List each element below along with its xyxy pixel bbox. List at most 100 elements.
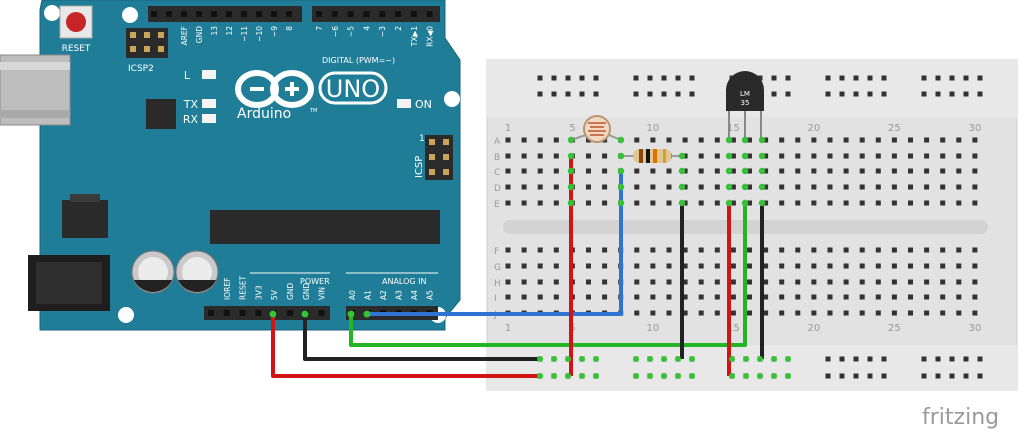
breadboard-hole xyxy=(827,279,833,285)
digital-pin-label: GND xyxy=(195,26,204,43)
breadboard-hole xyxy=(811,168,817,174)
breadboard-hole xyxy=(956,168,962,174)
breadboard-hole xyxy=(859,200,865,206)
breadboard-hole xyxy=(650,184,656,190)
breadboard-hole xyxy=(586,279,591,285)
breadboard-hole xyxy=(698,294,704,300)
breadboard-hole xyxy=(940,263,946,269)
breadboard-hole xyxy=(730,137,736,143)
breadboard-hole xyxy=(843,137,849,143)
breadboard-hole xyxy=(827,294,833,300)
connected-hole xyxy=(617,136,625,144)
digital-pin-label: 8 xyxy=(285,26,294,31)
breadboard-hole xyxy=(730,247,736,253)
breadboard-hole xyxy=(811,279,817,285)
breadboard-hole xyxy=(875,200,881,206)
analog-pin-label: A3 xyxy=(395,290,404,300)
row-letter: A xyxy=(494,137,501,147)
breadboard-hole xyxy=(682,137,688,143)
breadboard-hole xyxy=(747,153,752,159)
connected-rail-hole xyxy=(785,356,791,362)
column-number: 25 xyxy=(888,123,901,134)
rail-hole xyxy=(935,91,941,97)
reset-button-cap[interactable] xyxy=(66,12,86,32)
breadboard-hole xyxy=(666,279,672,285)
rail-hole xyxy=(825,356,831,362)
column-number: 30 xyxy=(969,323,982,334)
header-pin xyxy=(166,11,172,17)
rail-hole xyxy=(825,373,831,379)
connected-hole xyxy=(678,167,686,175)
breadboard-hole xyxy=(763,137,769,143)
breadboard-hole xyxy=(553,263,559,269)
rail-hole xyxy=(551,91,557,97)
breadboard-hole xyxy=(537,153,543,159)
breadboard-hole xyxy=(537,247,543,253)
breadboard-hole xyxy=(924,153,930,159)
rail-hole xyxy=(935,75,941,81)
mount-hole xyxy=(444,91,460,107)
breadboard-hole xyxy=(602,247,608,253)
connected-hole xyxy=(678,183,686,191)
rail-hole xyxy=(977,91,983,97)
breadboard-hole xyxy=(537,137,543,143)
breadboard-hole xyxy=(859,184,865,190)
breadboard-hole xyxy=(875,310,881,316)
breadboard-hole xyxy=(940,168,946,174)
connected-hole xyxy=(725,183,733,191)
header-pin xyxy=(151,11,157,17)
breadboard-hole xyxy=(521,294,527,300)
rail-hole xyxy=(921,373,927,379)
breadboard-hole xyxy=(972,294,978,300)
breadboard-hole xyxy=(779,184,785,190)
rail-hole xyxy=(881,91,887,97)
breadboard-hole xyxy=(956,137,962,143)
row-letter: D xyxy=(494,184,501,194)
digital-pin-label: ~6 xyxy=(331,26,340,37)
power-pin-label: VIN xyxy=(318,287,327,300)
breadboard-hole xyxy=(956,200,962,206)
rail-hole xyxy=(921,75,927,81)
header-pin xyxy=(286,11,292,17)
analog-pin-label: A0 xyxy=(348,290,357,300)
breadboard-hole xyxy=(940,310,946,316)
breadboard-hole xyxy=(666,168,672,174)
sensor-line2: 35 xyxy=(741,99,750,107)
breadboard-hole xyxy=(586,168,591,174)
header-pin xyxy=(256,11,262,17)
breadboard-hole xyxy=(843,294,849,300)
breadboard-hole xyxy=(505,153,511,159)
breadboard-hole xyxy=(747,247,752,253)
rail-hole xyxy=(867,373,873,379)
breadboard-hole xyxy=(811,153,817,159)
breadboard-hole xyxy=(795,200,801,206)
connected-hole xyxy=(678,152,686,160)
breadboard-hole xyxy=(859,263,865,269)
breadboard-hole xyxy=(779,263,785,269)
connected-hole xyxy=(758,199,766,207)
breadboard-hole xyxy=(714,263,720,269)
breadboard-hole xyxy=(553,279,559,285)
breadboard-hole xyxy=(666,200,672,206)
rail-hole xyxy=(661,91,667,97)
breadboard-hole xyxy=(924,294,930,300)
row-letter: B xyxy=(494,153,500,163)
breadboard-hole xyxy=(827,168,833,174)
column-number: 30 xyxy=(969,123,982,134)
arduino-label: Arduino xyxy=(237,106,291,122)
breadboard-hole xyxy=(505,279,511,285)
breadboard-hole xyxy=(586,247,591,253)
breadboard-hole xyxy=(553,184,559,190)
breadboard-hole xyxy=(730,153,736,159)
power-label: POWER xyxy=(300,277,330,286)
breadboard-hole xyxy=(586,184,591,190)
breadboard-hole xyxy=(747,200,752,206)
breadboard-hole xyxy=(747,294,752,300)
connected-hole xyxy=(617,199,625,207)
analog-pin-label: A1 xyxy=(364,290,373,300)
breadboard-hole xyxy=(505,247,511,253)
rail-hole xyxy=(593,75,599,81)
breadboard-hole xyxy=(650,279,656,285)
breadboard-hole xyxy=(763,279,769,285)
breadboard-hole xyxy=(795,279,801,285)
